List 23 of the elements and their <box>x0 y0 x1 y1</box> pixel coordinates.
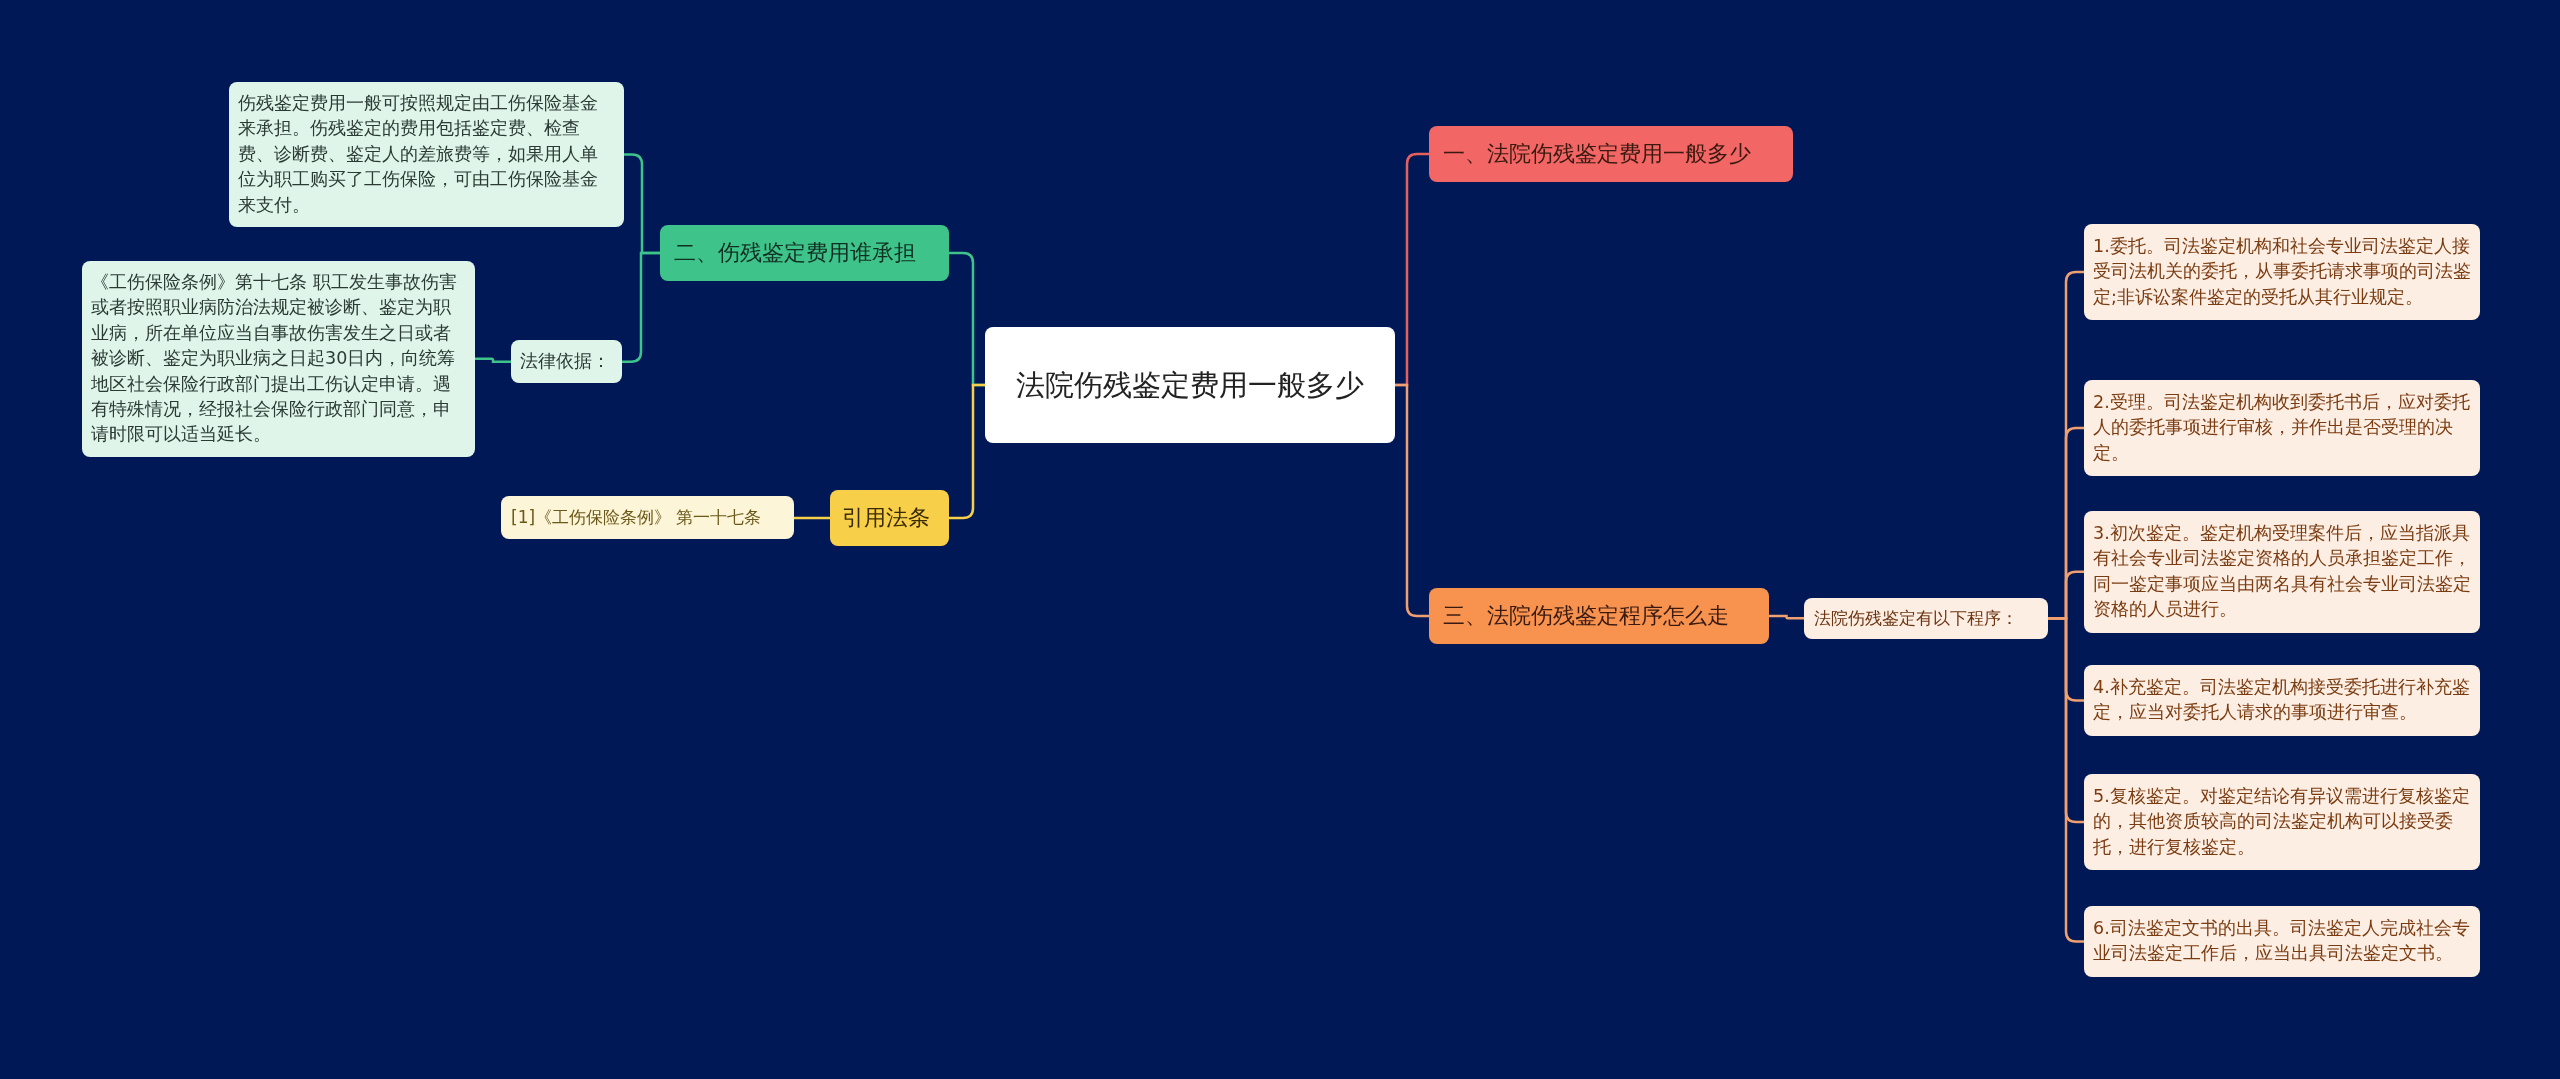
topic-box: 引用法条 <box>830 490 949 546</box>
detail-text-box: 3.初次鉴定。鉴定机构受理案件后，应当指派具有社会专业司法鉴定资格的人员承担鉴定工作，同一鉴定事项应当由两名具有社会专业司法鉴定资格的人员进行。 <box>2084 511 2480 633</box>
central-topic-box: 法院伤残鉴定费用一般多少 <box>985 327 1395 443</box>
connector-line <box>1395 383 1429 618</box>
detail-text-box: 5.复核鉴定。对鉴定结论有异议需进行复核鉴定的，其他资质较高的司法鉴定机构可以接受委托，进行复核鉴定。 <box>2084 774 2480 871</box>
connector-line <box>794 516 830 520</box>
detail-text-box: 1.委托。司法鉴定机构和社会专业司法鉴定人接受司法机关的委托，从事委托请求事项的司法鉴定;非诉讼案件鉴定的受托从其行业规定。 <box>2084 224 2480 321</box>
connector-line <box>475 357 511 363</box>
detail-text-box: 法律依据： <box>511 340 622 384</box>
topic-box: 二、伤残鉴定费用谁承担 <box>660 225 949 281</box>
detail-text-box: 2.受理。司法鉴定机构收到委托书后，应对委托人的委托事项进行审核，并作出是否受理的决定。 <box>2084 380 2480 477</box>
subtopic-box: 法院伤残鉴定有以下程序： <box>1804 598 2048 639</box>
detail-text-box: 6.司法鉴定文书的出具。司法鉴定人完成社会专业司法鉴定工作后，应当出具司法鉴定文书。 <box>2084 906 2480 977</box>
connector-line <box>2048 617 2084 943</box>
detail-text-box: 4.补充鉴定。司法鉴定机构接受委托进行补充鉴定，应当对委托人请求的事项进行审查。 <box>2084 665 2480 736</box>
reference-box: [1]《工伤保险条例》 第一十七条 <box>501 496 794 539</box>
connector-line <box>622 251 660 363</box>
detail-text-box: 伤残鉴定费用一般可按照规定由工伤保险基金来承担。伤残鉴定的费用包括鉴定费、检查费、诊断费、鉴定人的差旅费等，如果用人单位为职工购买了工伤保险，可由工伤保险基金来支付。 <box>229 82 624 227</box>
topic-box: 三、法院伤残鉴定程序怎么走 <box>1429 588 1769 644</box>
connector-line <box>1769 614 1804 620</box>
detail-text-box: 《工伤保险条例》第十七条 职工发生事故伤害或者按照职业病防治法规定被诊断、鉴定为职业病，所在单位应当自事故伤害发生之日或者被诊断、鉴定为职业病之日起30日内，向统筹地区社会保险行政部门提出工伤认定申请。遇有特殊情况，经报社会保险行政部门同意，申请时限可以适当延长。 <box>82 261 475 457</box>
topic-box: 一、法院伤残鉴定费用一般多少 <box>1429 126 1793 182</box>
connector-line <box>949 383 985 520</box>
